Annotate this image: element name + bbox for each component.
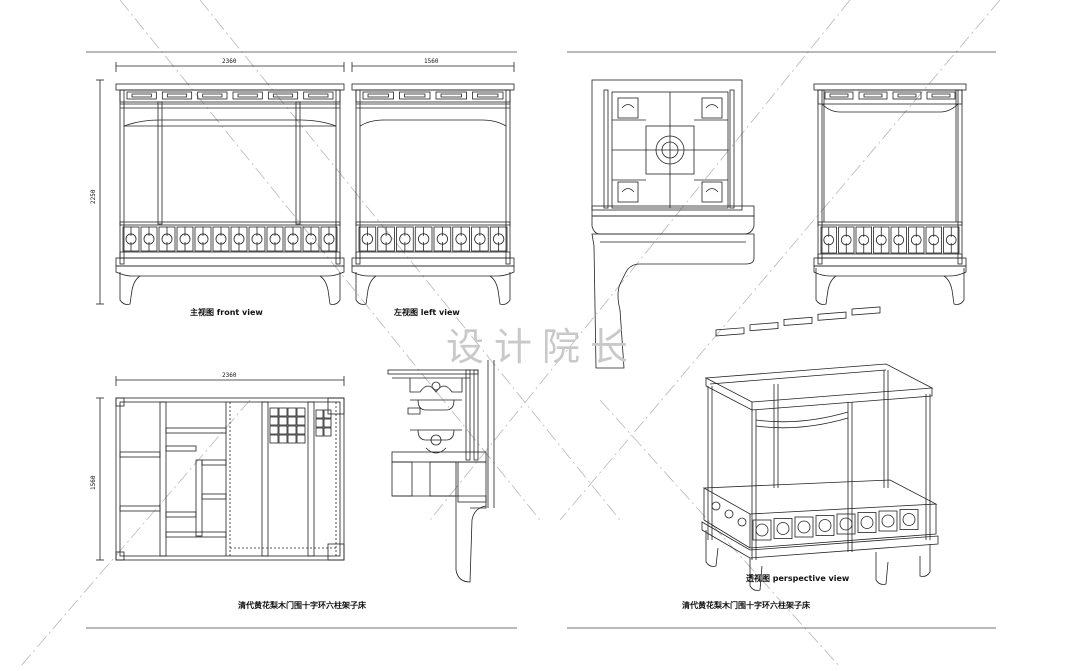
left-view (351, 62, 515, 305)
front-view (96, 62, 345, 305)
side-elevation-view (813, 83, 967, 305)
left-sheet-title: 清代黄花梨木门围十字环六柱架子床 (238, 601, 366, 610)
plan-depth-dimension: 1560 (90, 475, 97, 490)
left-view-label: 左视图 left view (394, 308, 460, 317)
front-view-label: 主视图 front view (190, 308, 263, 317)
canopy-detail-view (591, 79, 755, 369)
section-detail (387, 360, 495, 583)
right-sheet-title: 清代黄花梨木门围十字环六柱架子床 (682, 601, 810, 610)
plan-view (96, 376, 345, 561)
plan-width-dimension: 2360 (222, 372, 237, 379)
side-width-dimension: 1560 (424, 58, 439, 65)
perspective-view-label: 透视图 perspective view (746, 574, 850, 583)
perspective-view (701, 306, 939, 591)
front-width-dimension: 2360 (222, 58, 237, 65)
watermark: 设计院长 (446, 325, 639, 369)
sheet-frame-lines (86, 51, 996, 629)
height-dimension: 2250 (90, 189, 97, 204)
